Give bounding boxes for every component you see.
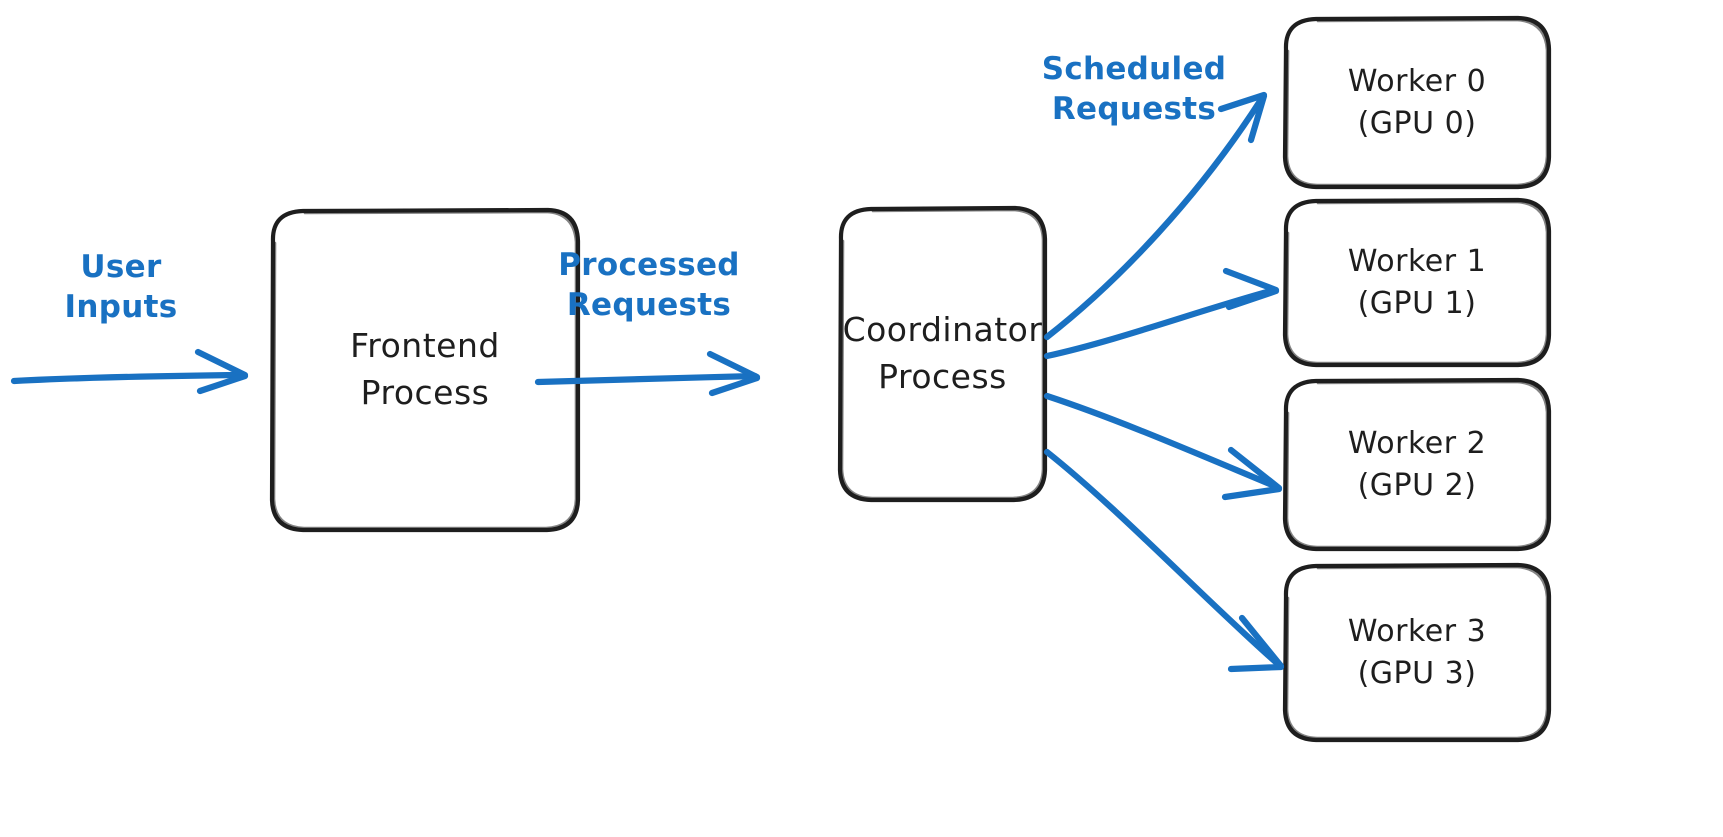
processed-requests-line-1: Processed — [558, 247, 740, 283]
processed-requests-line-2: Requests — [566, 286, 732, 323]
arrow-processed-requests — [534, 350, 761, 397]
node-worker-1[interactable] — [1282, 197, 1552, 368]
scheduled-requests-line-1: Scheduled — [1041, 51, 1227, 87]
scheduled-requests-line-2: Requests — [1051, 90, 1217, 127]
arrow-coordinator-to-worker-0 — [1043, 91, 1268, 341]
arrow-coordinator-to-worker-1 — [1043, 267, 1280, 360]
node-worker-3[interactable] — [1282, 562, 1552, 743]
node-worker-0[interactable] — [1282, 15, 1552, 190]
user-inputs-line-1: User — [80, 249, 162, 285]
arrow-coordinator-to-worker-2 — [1043, 392, 1283, 501]
arrow-user-inputs — [10, 348, 249, 395]
node-coordinator-process[interactable] — [837, 205, 1048, 503]
node-worker-2[interactable] — [1282, 377, 1552, 552]
edge-label-user-inputs: User Inputs — [46, 248, 196, 327]
edge-label-scheduled-requests: Scheduled Requests — [1041, 50, 1227, 129]
user-inputs-line-2: Inputs — [64, 288, 178, 325]
edge-label-processed-requests: Processed Requests — [553, 246, 745, 325]
arrow-coordinator-to-worker-3 — [1043, 448, 1285, 673]
node-frontend-process[interactable] — [269, 207, 581, 533]
